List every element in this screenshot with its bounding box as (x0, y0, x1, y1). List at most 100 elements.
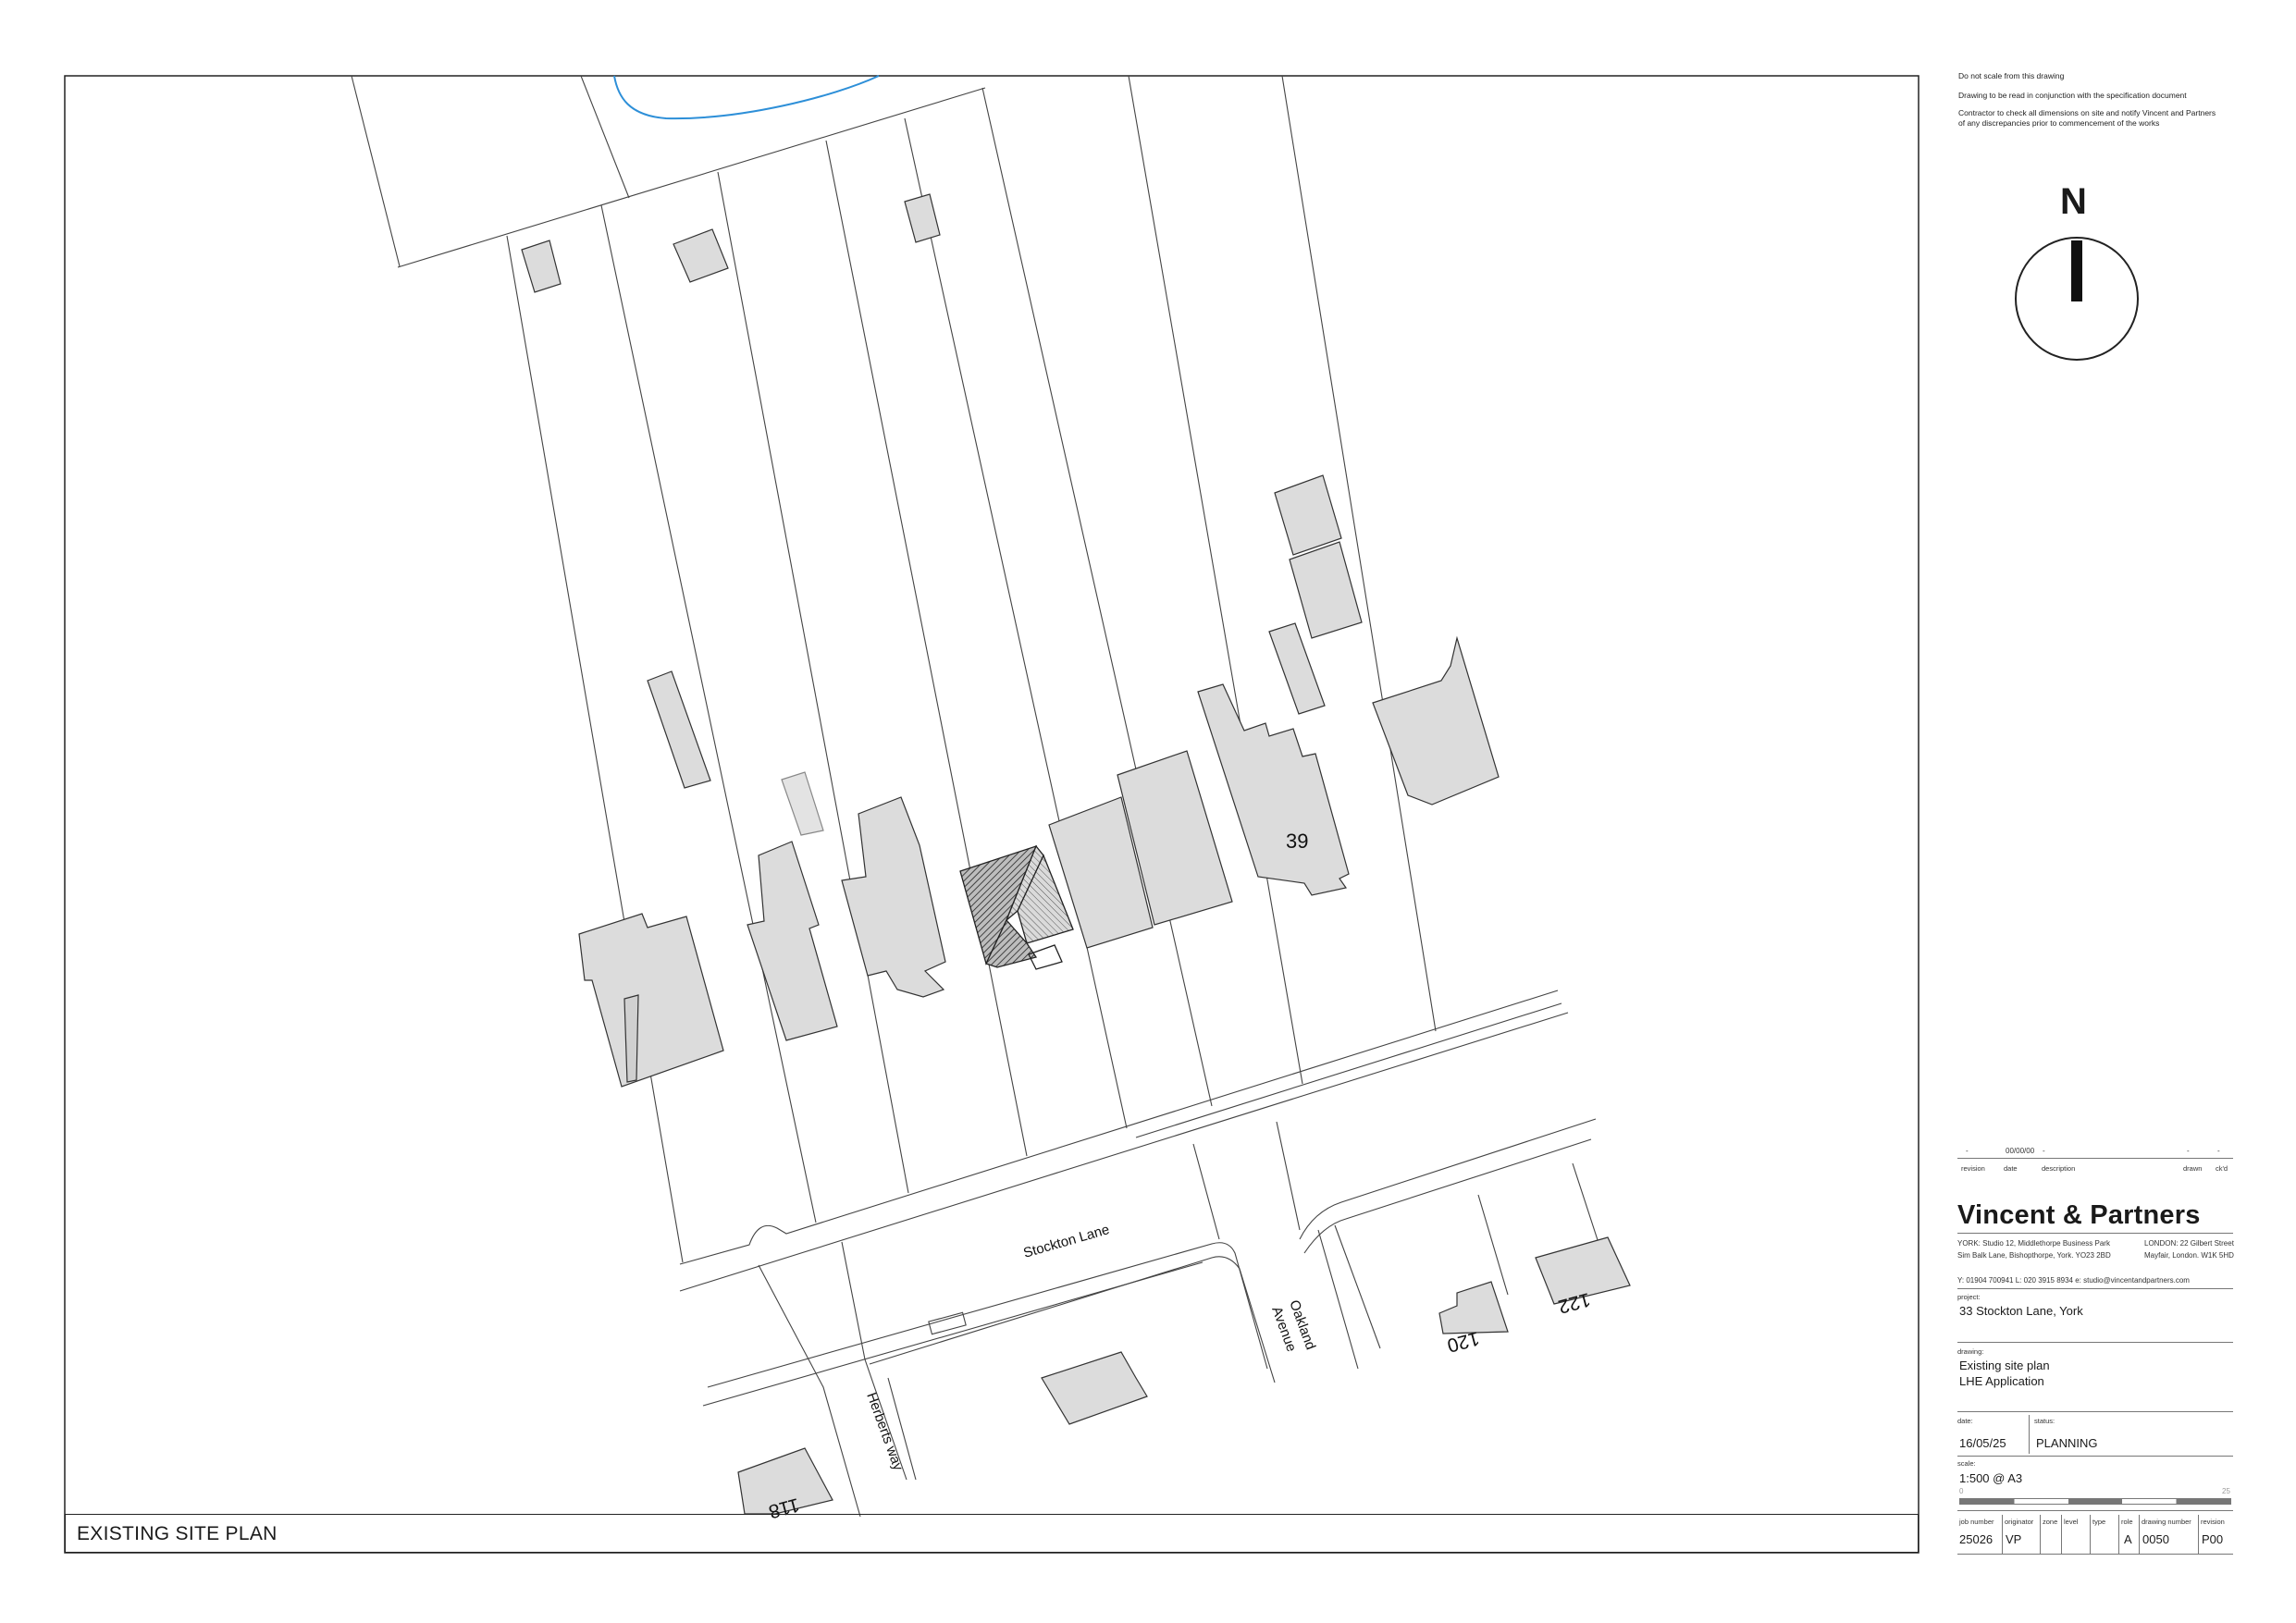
oakland-avenue-boundary (1572, 1162, 1601, 1249)
stockton-lane-mid (869, 1256, 1276, 1383)
neighbour-building (578, 913, 724, 1088)
outbuilding-light (781, 771, 824, 836)
plot-boundary (1281, 75, 1437, 1032)
plot-boundary (904, 117, 1128, 1129)
revision-drawn-value: - (2187, 1147, 2190, 1155)
code-header: role (2121, 1518, 2133, 1526)
garage (1289, 541, 1363, 639)
firm-york-address: Sim Balk Lane, Bishopthorpe, York. YO23 … (1957, 1251, 2111, 1260)
herberts-way-west (758, 1264, 861, 1518)
oakland-avenue-boundary (1477, 1194, 1509, 1296)
drawing-title-line2: LHE Application (1959, 1374, 2044, 1388)
date-label: date: (1957, 1417, 1973, 1425)
herberts-way-east (841, 1241, 907, 1481)
plot-boundary (506, 235, 684, 1263)
originator-value: VP (2006, 1532, 2022, 1546)
revision-date-value: 00/00/00 (2006, 1147, 2035, 1155)
revision-header: ck'd (2216, 1164, 2228, 1173)
south-building-120 (1438, 1281, 1509, 1334)
scale-bar-start: 0 (1959, 1487, 1964, 1495)
plot-boundary (1128, 75, 1303, 1085)
north-arrow-icon (2015, 237, 2139, 361)
subject-porch (1028, 944, 1063, 970)
status-label: status: (2034, 1417, 2055, 1425)
drawing-number-value: 0050 (2142, 1532, 2169, 1546)
stockton-lane-south-kerb (679, 1012, 1569, 1292)
outbuilding (673, 228, 729, 283)
rear-boundary (397, 87, 986, 268)
revision-checked-value: - (2217, 1147, 2220, 1155)
oakland-avenue-lane (1334, 1224, 1381, 1349)
project-value: 33 Stockton Lane, York (1959, 1304, 2083, 1318)
rear-boundary-field-2 (580, 75, 630, 199)
outbuilding (904, 193, 941, 243)
stockton-lane-verge (1135, 1002, 1562, 1138)
plot-boundary (825, 140, 1028, 1157)
project-label: project: (1957, 1293, 1981, 1301)
house-number-39: 39 (1286, 830, 1308, 853)
street-label-stockton-lane: Stockton Lane (1021, 1222, 1111, 1261)
neighbour-house (1048, 796, 1154, 949)
drawing-title-line1: Existing site plan (1959, 1359, 2050, 1372)
code-header: zone (2043, 1518, 2058, 1526)
stockton-lane-south-kerb (707, 1242, 1268, 1388)
note-line: Do not scale from this drawing (1958, 71, 2065, 80)
neighbour-house (1117, 750, 1233, 926)
revision-description-value: - (2043, 1147, 2045, 1155)
small-annex (623, 994, 639, 1083)
plot-boundary (981, 87, 1213, 1107)
oakland-avenue-west (1192, 1143, 1220, 1240)
code-header: drawing number (2142, 1518, 2191, 1526)
code-header: originator (2005, 1518, 2034, 1526)
street-label-herberts-way: Herberts way (863, 1391, 906, 1473)
firm-york-address: YORK: Studio 12, Middlethorpe Business P… (1957, 1239, 2110, 1248)
firm-london-address: LONDON: 22 Gilbert Street (2144, 1239, 2234, 1248)
code-header: revision (2201, 1518, 2225, 1526)
status-value: PLANNING (2036, 1436, 2098, 1450)
south-building (1041, 1351, 1148, 1425)
herberts-way-inner (887, 1377, 917, 1481)
scale-bar-end: 25 (2222, 1487, 2230, 1495)
firm-name: Vincent & Partners (1957, 1200, 2201, 1230)
note-line: Drawing to be read in conjunction with t… (1958, 91, 2187, 100)
code-header: type (2092, 1518, 2106, 1526)
rear-boundary-field (351, 75, 401, 267)
drawing-label: drawing: (1957, 1347, 1984, 1356)
revision-value: - (1966, 1147, 1969, 1155)
outbuilding (521, 240, 562, 293)
revision-header: description (2042, 1164, 2076, 1173)
oakland-avenue-east (1276, 1121, 1301, 1231)
plot-boundary (600, 204, 817, 1223)
watercourse-line (613, 75, 880, 120)
firm-london-address: Mayfair, London. W1K 5HD (2144, 1251, 2234, 1260)
code-header: job number (1959, 1518, 1994, 1526)
firm-contact: Y: 01904 700941 L: 020 3915 8934 e: stud… (1957, 1276, 2190, 1285)
revision-code-value: P00 (2202, 1532, 2224, 1546)
drawing-frame (64, 75, 1920, 1554)
code-header: level (2064, 1518, 2079, 1526)
neighbour-house (841, 796, 946, 998)
street-structure (928, 1311, 967, 1335)
plot-boundary (717, 171, 909, 1194)
north-label: N (2060, 181, 2087, 222)
date-value: 16/05/25 (1959, 1436, 2006, 1450)
revision-header: revision (1961, 1164, 1985, 1173)
scale-bar (1959, 1498, 2231, 1505)
oakland-avenue-lane (1317, 1229, 1359, 1370)
subject-roof-south (985, 918, 1038, 968)
scale-value: 1:500 @ A3 (1959, 1471, 2023, 1485)
subject-property-33 (959, 844, 1074, 970)
codes-row: job number originator zone level type ro… (1957, 1515, 2233, 1555)
house-39 (1197, 683, 1350, 896)
job-number-value: 25026 (1959, 1532, 1994, 1546)
scale-label: scale: (1957, 1459, 1976, 1468)
sheet-label-box: EXISTING SITE PLAN (65, 1514, 1919, 1553)
garage (1268, 622, 1326, 715)
note-line: Contractor to check all dimensions on si… (1958, 108, 2216, 117)
revision-header: date (2004, 1164, 2018, 1173)
stockton-lane-north-kerb (679, 990, 1559, 1265)
stockton-lane-footway-east (1303, 1138, 1592, 1254)
garage (1274, 474, 1342, 556)
neighbour-building (1372, 635, 1500, 805)
